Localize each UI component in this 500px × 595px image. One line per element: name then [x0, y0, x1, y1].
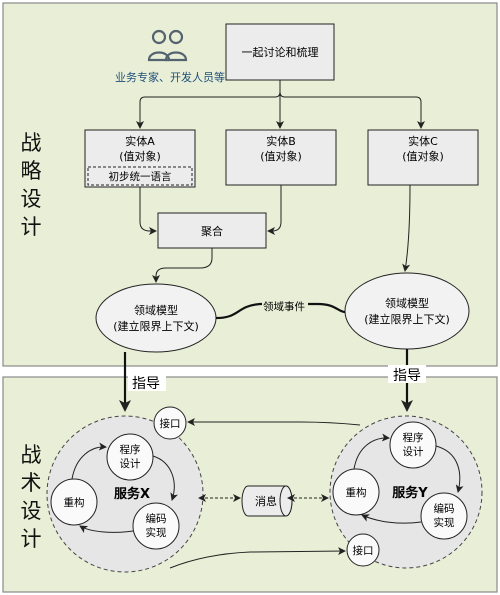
guide-left-label: 指导	[132, 376, 160, 392]
message-label: 消息	[255, 494, 277, 508]
entity-c-name: 实体C	[408, 134, 438, 148]
service-y-cycle-refactor-to-design	[353, 433, 390, 470]
entity-c-type: (值对象)	[402, 149, 444, 163]
discuss-box	[225, 23, 335, 81]
service-x-refactor-label: 重构	[64, 496, 85, 509]
service-y-coding-node	[420, 492, 468, 540]
domain-event-label: 领域事件	[263, 300, 305, 313]
service-y-program-design-label-2: 设计	[403, 445, 424, 458]
service-y-interface-node	[346, 533, 380, 567]
arrow-entity-c-to-domain-model	[402, 184, 411, 272]
service-y-program-design-node	[389, 421, 437, 469]
svg-text:计: 计	[21, 215, 42, 239]
svg-text:术: 术	[21, 471, 42, 495]
connector-service-y-to-interface-x	[187, 418, 361, 426]
strategic-design-title: 战 略 设 计	[21, 131, 42, 239]
entity-b-box	[225, 129, 337, 186]
service-x-refactor-node	[50, 478, 98, 526]
svg-text:战: 战	[21, 131, 42, 155]
entity-b-name: 实体B	[266, 134, 296, 148]
service-x-program-design-label-2: 设计	[120, 457, 141, 470]
arrow-entity-b-to-aggregate	[267, 185, 282, 235]
service-x-interface-node	[153, 406, 187, 440]
domain-model-left-title: 领域模型	[134, 303, 178, 317]
people-icon	[147, 29, 188, 62]
people-caption: 业务专家、开发人员等	[115, 70, 225, 84]
message-queue	[241, 485, 293, 517]
svg-text:略: 略	[21, 159, 42, 183]
entity-c-box	[367, 129, 479, 186]
entity-a-name: 实体A	[125, 134, 155, 148]
guide-right-label: 指导	[393, 368, 421, 384]
svg-text:计: 计	[21, 527, 42, 551]
connector-service-x-to-interface-y	[169, 547, 346, 569]
service-x-program-design-label-1: 程序	[120, 443, 141, 456]
service-x-cycle-design-to-coding	[152, 455, 179, 501]
service-x-program-design-node	[106, 433, 154, 481]
service-y-coding-label-1: 编码	[434, 502, 455, 515]
entity-a-type: (值对象)	[119, 149, 161, 163]
service-y-coding-label-2: 实现	[434, 516, 455, 529]
service-y-refactor-label: 重构	[346, 486, 367, 499]
guide-right-label-bg	[388, 365, 426, 383]
ubiquitous-language-label: 初步统一语言	[109, 170, 172, 183]
service-x-cycle-refactor-to-design	[71, 442, 107, 480]
svg-text:设: 设	[21, 187, 42, 211]
arrow-aggregate-to-domain-model	[152, 248, 213, 283]
service-y-cycle-coding-to-refactor	[361, 514, 422, 524]
ubiquitous-language-box	[87, 166, 193, 186]
guide-left-label-bg	[128, 373, 166, 391]
domain-model-left-subtitle: (建立限界上下文)	[113, 319, 199, 333]
domain-model-right-title: 领域模型	[385, 296, 429, 310]
svg-text:设: 设	[21, 499, 42, 523]
arrow-discuss-to-entity-c	[279, 80, 425, 129]
aggregate-label: 聚合	[201, 224, 223, 238]
service-x-interface-label: 接口	[160, 417, 181, 430]
domain-model-left	[95, 283, 217, 353]
service-y-refactor-node	[332, 468, 380, 516]
svg-text:战: 战	[21, 443, 42, 467]
service-y-cycle-design-to-coding	[435, 445, 464, 493]
arrow-entity-a-to-aggregate	[139, 187, 157, 235]
service-x-coding-label-2: 实现	[146, 526, 167, 539]
service-x-cycle-coding-to-refactor	[79, 525, 134, 534]
domain-event-label-bg	[262, 300, 308, 312]
service-x-name: 服务X	[114, 486, 150, 502]
entity-b-type: (值对象)	[260, 149, 302, 163]
tactical-design-title: 战 术 设 计	[21, 443, 42, 551]
service-x-coding-node	[132, 502, 180, 550]
domain-model-right	[344, 272, 470, 350]
discuss-box-label: 一起讨论和梳理	[242, 45, 319, 59]
domain-model-right-subtitle: (建立限界上下文)	[364, 312, 450, 326]
service-y-program-design-label-1: 程序	[403, 431, 424, 444]
service-y-name: 服务Y	[392, 485, 428, 501]
service-x-coding-label-1: 编码	[146, 512, 167, 525]
service-y-interface-label: 接口	[353, 544, 374, 557]
aggregate-box	[157, 212, 267, 249]
